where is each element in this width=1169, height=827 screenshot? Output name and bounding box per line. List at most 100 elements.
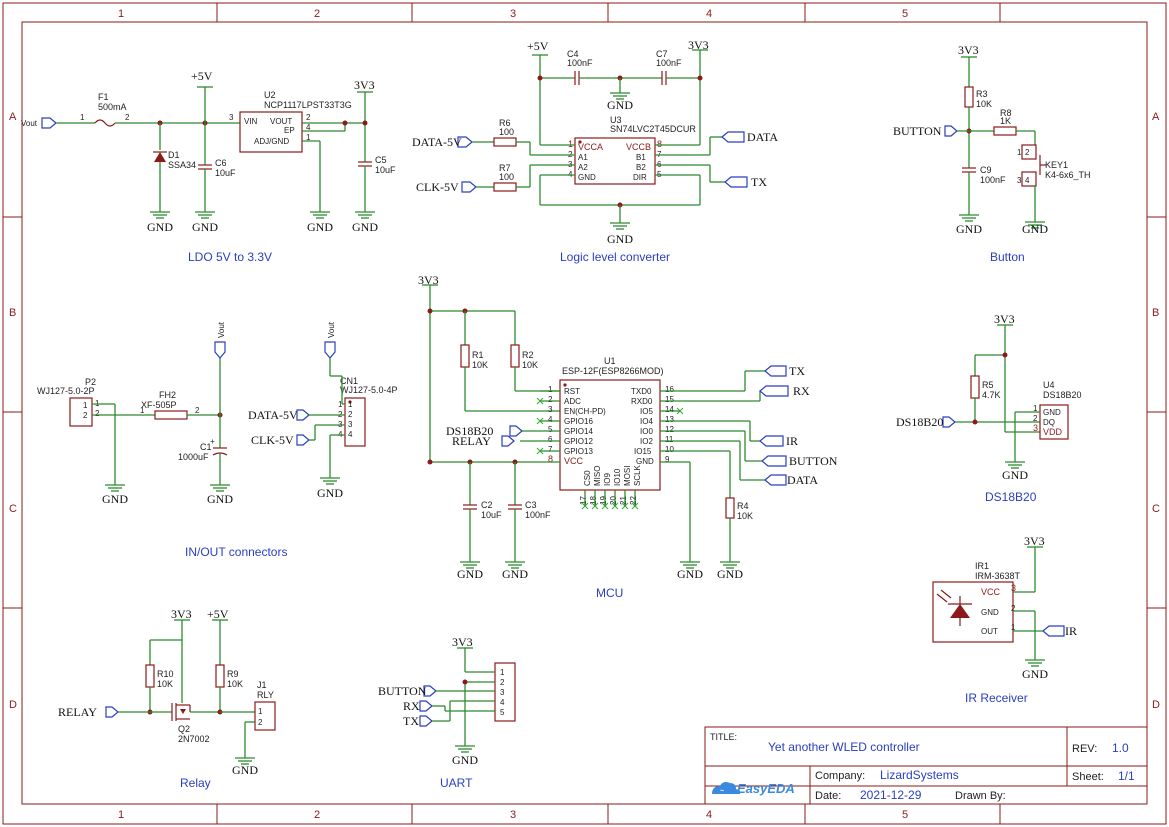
svg-text:4: 4 [548,415,553,424]
svg-text:2: 2 [125,113,130,122]
company-value: LizardSystems [880,768,959,782]
svg-text:1: 1 [306,133,311,142]
svg-text:DQ: DQ [1043,418,1055,427]
svg-text:VCC: VCC [981,587,1001,597]
r2-val: 10K [522,360,538,370]
u2-ref: U2 [264,90,276,100]
tx-label-uart: TX [403,714,419,728]
u1-right-pins: TXD0 RXD0 IO5 IO4 IO0 IO2 IO15 GND [631,387,654,466]
section-mcu-title: MCU [596,586,623,600]
c9-ref: C9 [980,165,992,175]
svg-text:5: 5 [500,708,505,717]
connector-uart [494,662,516,722]
svg-text:2: 2 [306,113,311,122]
u1-val: ESP-12F(ESP8266MOD) [562,366,664,376]
svg-text:3: 3 [548,405,553,414]
r7-ref: R7 [499,163,511,173]
button-label-btn: BUTTON [893,124,942,138]
section-button-title: Button [990,250,1025,264]
svg-text:VOUT: VOUT [270,117,292,126]
svg-text:2: 2 [548,395,553,404]
svg-text:GND: GND [607,232,633,246]
svg-text:GND: GND [717,567,743,581]
svg-text:8: 8 [657,139,662,149]
svg-text:IO10: IO10 [613,468,622,486]
io-block: P2 WJ127-5.0-2P 1 2 1 2 FH2 XF-505P 1 2 … [37,321,398,559]
svg-text:GND: GND [1002,468,1028,482]
svg-text:GND: GND [1022,222,1048,236]
data-label-llc: DATA [747,130,778,144]
svg-text:3V3: 3V3 [994,312,1015,326]
rx-label-uart: RX [403,699,420,713]
svg-text:7: 7 [548,445,553,454]
svg-text:IO0: IO0 [640,427,653,436]
svg-text:1: 1 [500,668,505,677]
connector-j1 [254,701,276,731]
ir-label-receiver: IR [1065,624,1077,638]
data5v-label-llc: DATA-5V [412,135,462,149]
c2-val: 10uF [481,510,502,520]
p2-val: WJ127-5.0-2P [37,386,95,396]
c7-ref: C7 [656,49,668,59]
c3-ref: C3 [525,500,537,510]
svg-text:3V3: 3V3 [418,273,439,287]
ds18b20-label-mcu: DS18B20 [446,424,493,438]
svg-text:B2: B2 [636,163,646,172]
col-2-bottom: 2 [314,809,320,821]
svg-text:8: 8 [548,454,553,464]
section-ds18b20-title: DS18B20 [985,490,1037,504]
svg-text:VCCB: VCCB [626,142,651,152]
u1-left-pins: RST ADC EN(CH-PD) GPIO16 GPIO14 GPIO12 G… [564,387,606,466]
col-3: 3 [510,8,516,20]
section-ir-title: IR Receiver [965,691,1028,705]
r8-val: 1K [1000,116,1011,126]
tx-label-llc: TX [751,175,767,189]
r2-ref: R2 [522,350,534,360]
company-label: Company: [815,770,865,782]
svg-text:3: 3 [500,688,505,697]
svg-text:GND: GND [607,98,633,112]
section-relay-title: Relay [180,776,211,790]
u1-ref: U1 [604,356,616,366]
c4-val: 100nF [567,58,593,68]
svg-text:13: 13 [665,415,674,424]
col-1: 1 [118,8,124,20]
r5-ref: R5 [982,380,994,390]
fh2-ref: FH2 [159,390,176,400]
svg-text:10: 10 [665,445,674,454]
key1-val: K4-6x6_TH [1045,170,1091,180]
svg-text:IO15: IO15 [634,447,652,456]
cn1-val: WJ127-5.0-4P [340,385,398,395]
d1-val: SSA34 [168,160,196,170]
frame-grid [3,3,1166,824]
svg-text:CS0: CS0 [583,470,592,486]
u3-val: SN74LVC2T45DCUR [610,124,696,134]
r8-ref: R8 [1000,108,1012,118]
section-uart-title: UART [440,776,473,790]
svg-text:2: 2 [95,409,100,418]
clk5v-label-llc: CLK-5V [416,180,459,194]
r1-ref: R1 [472,350,484,360]
row-d-right: D [1152,699,1160,711]
svg-text:GND: GND [192,220,218,234]
p3v3-label-ldo: 3V3 [354,78,375,92]
f1-ref: F1 [98,92,109,102]
svg-text:+5V: +5V [207,607,229,621]
col-4-bottom: 4 [706,809,712,821]
p5v-label-ldo: +5V [191,69,213,83]
row-a-right: A [1152,111,1160,123]
resistor-r5 [970,375,980,399]
u3-ref: U3 [610,115,622,125]
p2-ref: P2 [85,377,96,387]
relay-block: 3V3 R10 10K RELAY Q2 2N7002 +5V R9 10K J… [58,607,276,790]
svg-text:20: 20 [609,496,618,505]
svg-text:12: 12 [665,425,674,434]
svg-text:3V3: 3V3 [1024,534,1045,548]
row-c-right: C [1152,503,1160,515]
relay-label-relay: RELAY [58,705,97,719]
q2-ref: Q2 [178,724,190,734]
c2-ref: C2 [481,500,493,510]
resistor-r9 [215,664,225,688]
ir-block: 3V3 IR1 IRM-3638T VCC GND OUT 3 2 1 IR G… [932,534,1077,705]
ic-u2 [239,111,303,153]
